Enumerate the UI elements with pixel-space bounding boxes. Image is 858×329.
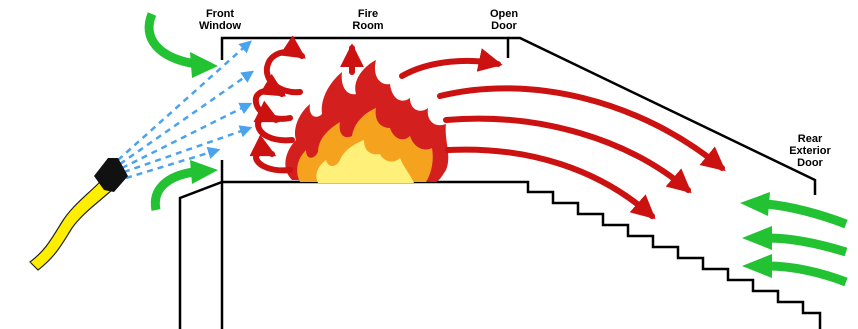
fire-icon	[285, 60, 449, 183]
label-front-window: Front Window	[198, 8, 242, 32]
flow-arrow	[399, 48, 503, 79]
hose	[29, 179, 113, 271]
hose-nozzle-icon	[29, 158, 128, 271]
air-intake-arrows	[144, 12, 848, 287]
spray-line	[125, 146, 221, 180]
flow-arrow	[252, 73, 293, 122]
air-arrow-bottom-head	[190, 160, 218, 184]
flow-arrow	[253, 100, 295, 144]
upper-wall	[220, 36, 510, 60]
air-arrow-rear-1	[765, 199, 848, 229]
air-arrow-rear-3-head	[742, 254, 772, 278]
flow-arrow	[443, 115, 692, 194]
exhaust-flow-arrows	[399, 48, 726, 220]
spray-line	[117, 40, 252, 161]
roof-line	[508, 36, 817, 195]
spray-line	[121, 102, 253, 170]
label-open-door: Open Door	[489, 8, 519, 32]
fire-inner-flame	[316, 140, 414, 183]
flow-arrow	[445, 146, 656, 220]
air-arrow-rear-2-head	[742, 226, 772, 250]
label-fire-room: Fire Room	[352, 8, 384, 32]
flow-arrow	[249, 134, 293, 174]
air-arrow-bottom	[150, 167, 195, 211]
floor-and-stairs	[178, 180, 822, 329]
flow-arrow	[437, 85, 726, 172]
building-outline	[178, 36, 822, 329]
label-rear-exterior-door: Rear Exterior Door	[789, 133, 831, 169]
air-arrow-rear-1-head	[740, 192, 770, 216]
air-arrow-top	[144, 12, 197, 69]
hose-stream	[117, 40, 255, 180]
air-arrow-rear-2	[767, 233, 848, 257]
air-arrow-top-head	[190, 52, 218, 78]
flow-arrow	[263, 35, 306, 96]
nozzle	[94, 158, 128, 192]
air-arrow-rear-3	[767, 261, 848, 287]
internal-flow-arrows	[249, 35, 364, 174]
spray-line	[119, 70, 255, 166]
spray-line	[123, 125, 253, 174]
